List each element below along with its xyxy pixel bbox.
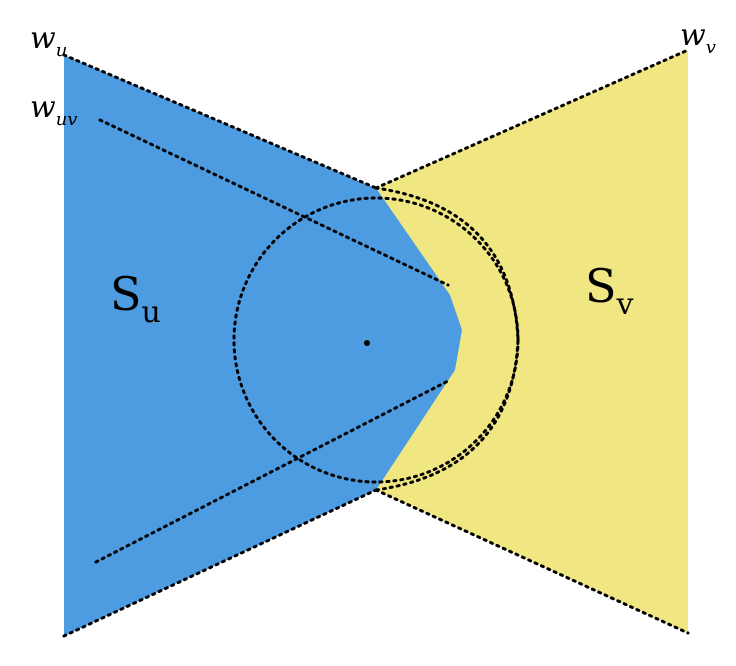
dotted-line-bottom-right xyxy=(374,488,690,635)
region-s-u xyxy=(64,55,462,636)
region-s-v xyxy=(376,50,688,633)
dotted-line-w-u xyxy=(62,53,378,190)
label-w-u: wu xyxy=(30,21,67,61)
dotted-line-w-v xyxy=(374,48,690,190)
dotted-arc xyxy=(374,186,520,492)
label-w-v: wv xyxy=(680,18,716,58)
dotted-line-w-uv xyxy=(98,118,450,287)
label-w-uv: wuv xyxy=(30,90,77,130)
dotted-line-bottom-left xyxy=(62,488,378,638)
label-s-v: Sv xyxy=(585,259,634,322)
dotted-line-lower-diagonal xyxy=(94,378,452,564)
label-s-u: Su xyxy=(110,267,161,330)
center-point xyxy=(364,340,370,346)
